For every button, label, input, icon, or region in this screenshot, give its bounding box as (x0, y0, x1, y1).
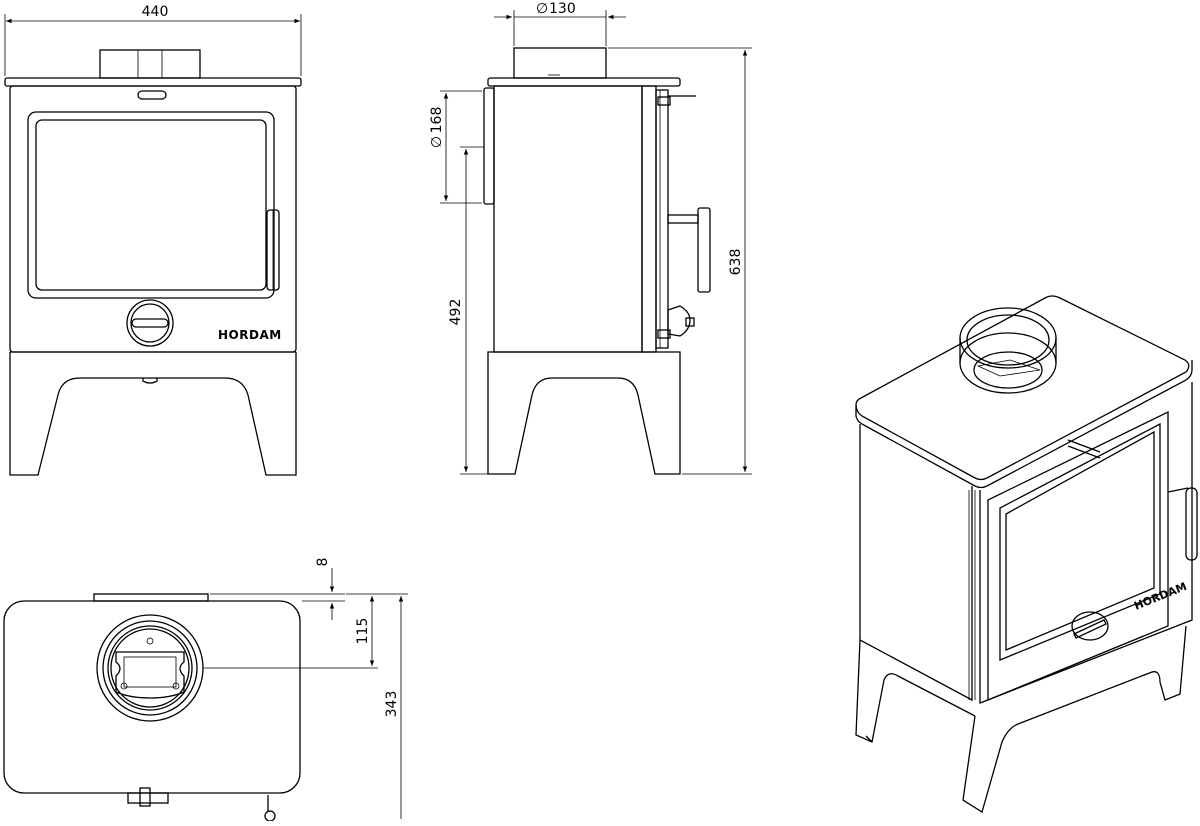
diameter-symbol-130: ∅ (536, 1, 548, 17)
dim-label-638: 638 (728, 249, 744, 276)
isometric-view (855, 295, 1198, 814)
dim-total-depth (346, 593, 408, 819)
dim-rear-outlet-height (460, 146, 488, 475)
dim-label-8: 8 (315, 558, 331, 567)
side-view (483, 47, 711, 475)
dim-label-168: 168 (429, 107, 445, 134)
dim-front-width (4, 14, 302, 76)
dim-label-492: 492 (448, 299, 464, 326)
front-view (4, 49, 302, 476)
brand-logo-front: HORDAM (218, 328, 282, 342)
top-view (3, 593, 301, 822)
dim-label-343: 343 (384, 691, 400, 718)
dim-total-height (608, 47, 752, 475)
dim-label-130: 130 (549, 1, 576, 17)
dim-rear-outlet-diameter (440, 90, 482, 204)
dim-label-115: 115 (355, 618, 371, 645)
dim-flue-center (203, 596, 378, 669)
diameter-symbol-168: ∅ (429, 136, 445, 148)
dim-label-440: 440 (142, 4, 169, 20)
dim-flue-offset (210, 568, 345, 620)
dim-flue-diameter (494, 10, 626, 46)
